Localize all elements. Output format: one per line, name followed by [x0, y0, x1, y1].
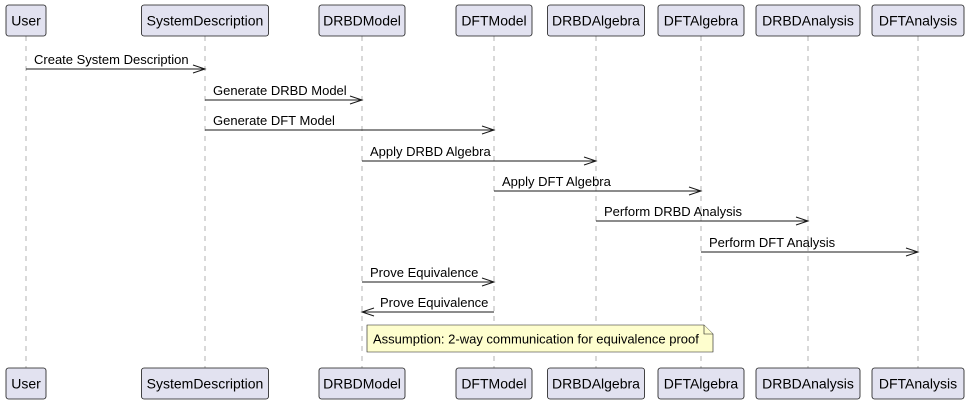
- message-label: Generate DFT Model: [213, 113, 335, 128]
- participant-sysdesc-top: SystemDescription: [141, 4, 269, 37]
- arrowhead-icon: [905, 247, 920, 257]
- note: Assumption: 2-way communication for equi…: [366, 324, 714, 353]
- participant-label: DRBDAlgebra: [552, 13, 640, 29]
- arrowhead-icon: [349, 95, 364, 105]
- participant-label: DFTModel: [461, 376, 526, 392]
- participant-drbdanalysis-bottom: DRBDAnalysis: [755, 367, 861, 400]
- participant-dftalgebra-bottom: DFTAlgebra: [657, 367, 745, 400]
- participant-box: [141, 367, 269, 400]
- participant-box: [455, 367, 533, 400]
- participant-box: [871, 4, 965, 37]
- participant-box: [657, 367, 745, 400]
- message-1: Create System Description: [26, 52, 207, 74]
- participant-box: [547, 4, 645, 37]
- arrowhead-icon: [481, 277, 496, 287]
- message-4: Apply DRBD Algebra: [362, 144, 598, 166]
- message-5: Apply DFT Algebra: [494, 174, 703, 196]
- message-label: Apply DFT Algebra: [502, 174, 612, 189]
- arrowhead-icon: [360, 307, 375, 317]
- arrowhead-icon: [192, 64, 207, 74]
- message-6: Perform DRBD Analysis: [596, 204, 810, 226]
- participant-label: User: [11, 376, 41, 392]
- participant-label: DRBDModel: [323, 376, 401, 392]
- note-box: [366, 324, 714, 353]
- participant-label: DFTAnalysis: [879, 13, 957, 29]
- participant-box: [755, 4, 861, 37]
- arrowhead-icon: [688, 186, 703, 196]
- participant-label: DRBDAnalysis: [762, 13, 854, 29]
- note-text: Assumption: 2-way communication for equi…: [373, 332, 699, 347]
- arrowhead-icon: [795, 216, 810, 226]
- participant-label: DRBDAlgebra: [552, 376, 640, 392]
- participant-drbdanalysis-top: DRBDAnalysis: [755, 4, 861, 37]
- participant-label: DRBDAnalysis: [762, 376, 854, 392]
- arrowhead-icon: [583, 156, 598, 166]
- participant-label: DFTAlgebra: [664, 376, 739, 392]
- message-label: Generate DRBD Model: [213, 83, 347, 98]
- participant-dftmodel-bottom: DFTModel: [455, 367, 533, 400]
- participant-dftalgebra-top: DFTAlgebra: [657, 4, 745, 37]
- participant-box: [755, 367, 861, 400]
- participant-user-top: User: [5, 4, 47, 37]
- message-3: Generate DFT Model: [205, 113, 496, 135]
- arrowhead-icon: [481, 125, 496, 135]
- participant-box: [318, 4, 406, 37]
- message-label: Create System Description: [34, 52, 189, 67]
- message-8: Prove Equivalence: [362, 265, 496, 287]
- participant-user-bottom: User: [5, 367, 47, 400]
- participant-label: DFTModel: [461, 13, 526, 29]
- participant-drbdalgebra-bottom: DRBDAlgebra: [547, 367, 645, 400]
- participant-label: User: [11, 13, 41, 29]
- participant-drbdalgebra-top: DRBDAlgebra: [547, 4, 645, 37]
- message-label: Prove Equivalence: [380, 295, 488, 310]
- participant-drbdmodel-top: DRBDModel: [318, 4, 406, 37]
- participant-label: SystemDescription: [147, 376, 264, 392]
- message-label: Perform DFT Analysis: [709, 235, 836, 250]
- participant-box: [141, 4, 269, 37]
- participant-label: SystemDescription: [147, 13, 264, 29]
- note-fold-icon: [703, 325, 713, 335]
- participant-dftanalysis-bottom: DFTAnalysis: [871, 367, 965, 400]
- participant-box: [871, 367, 965, 400]
- participant-box: [547, 367, 645, 400]
- message-9: Prove Equivalence: [360, 295, 494, 317]
- participant-box: [657, 4, 745, 37]
- participant-box: [5, 367, 47, 400]
- message-7: Perform DFT Analysis: [701, 235, 920, 257]
- message-label: Perform DRBD Analysis: [604, 204, 742, 219]
- message-label: Prove Equivalence: [370, 265, 478, 280]
- participant-box: [318, 367, 406, 400]
- message-label: Apply DRBD Algebra: [370, 144, 491, 159]
- participant-label: DFTAnalysis: [879, 376, 957, 392]
- participant-box: [455, 4, 533, 37]
- participant-label: DFTAlgebra: [664, 13, 739, 29]
- participant-drbdmodel-bottom: DRBDModel: [318, 367, 406, 400]
- participant-sysdesc-bottom: SystemDescription: [141, 367, 269, 400]
- participant-dftanalysis-top: DFTAnalysis: [871, 4, 965, 37]
- participant-label: DRBDModel: [323, 13, 401, 29]
- message-2: Generate DRBD Model: [205, 83, 364, 105]
- participant-dftmodel-top: DFTModel: [455, 4, 533, 37]
- participant-box: [5, 4, 47, 37]
